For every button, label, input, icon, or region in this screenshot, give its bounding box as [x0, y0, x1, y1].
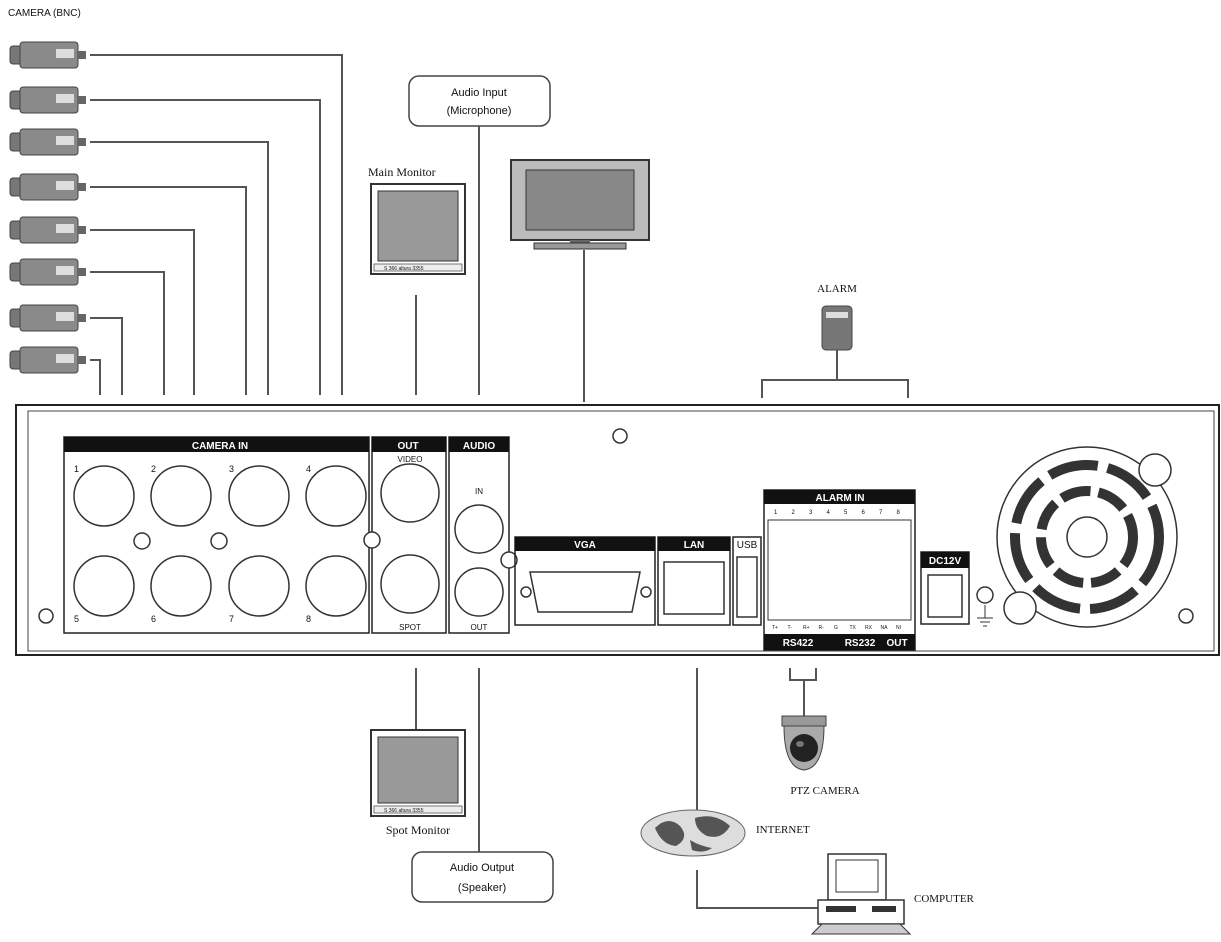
alarm-in-numbers: 1 2 3 4 5 6 7 8 [774, 510, 901, 516]
rs422-label: RS422 [783, 638, 814, 649]
alarm-in-number: 1 [774, 510, 778, 516]
lan-header: LAN [684, 540, 705, 551]
camera-icon [9, 258, 86, 286]
camera-in-header: CAMERA IN [192, 441, 248, 452]
camera-number-label: 3 [229, 464, 234, 474]
spot-monitor-label: Spot Monitor [386, 823, 450, 837]
alarm-in-number: 3 [809, 510, 813, 516]
terminal-pin-label: RX [865, 625, 873, 631]
camera-in-connector[interactable] [305, 555, 367, 617]
vga-header: VGA [574, 540, 596, 551]
alarm-in-number: 7 [879, 510, 883, 516]
camera-bnc-label: CAMERA (BNC) [8, 8, 81, 19]
usb-header: USB [737, 540, 758, 551]
audio-input-label-line2: (Microphone) [447, 105, 512, 117]
audio-input-label-line1: Audio Input [451, 87, 507, 99]
camera-in-connector[interactable] [150, 465, 212, 527]
terminal-pin-labels: T+ T- R+ R- G TX RX NA NI [772, 625, 901, 631]
terminal-pin-label: NI [896, 625, 901, 631]
lan-port[interactable] [663, 561, 725, 615]
ptz-camera-icon [781, 715, 827, 771]
computer-icon [810, 853, 912, 935]
alarm-in-number: 6 [862, 510, 866, 516]
audio-out-label: OUT [471, 623, 488, 632]
spot-label: SPOT [399, 623, 421, 632]
audio-output-label-line1: Audio Output [450, 862, 514, 874]
computer-label: COMPUTER [914, 893, 975, 905]
out-header: OUT [397, 441, 418, 452]
fan-icon [996, 446, 1178, 628]
tv-monitor [510, 159, 650, 250]
camera-in-connector[interactable] [228, 465, 290, 527]
camera-icon [9, 128, 86, 156]
usb-port[interactable] [736, 556, 758, 618]
camera-number-label: 8 [306, 614, 311, 624]
camera-icon [9, 216, 86, 244]
camera-in-connector[interactable] [73, 555, 135, 617]
terminal-pin-label: R+ [803, 625, 810, 631]
spot-out-connector[interactable] [380, 554, 440, 614]
camera-number-label: 4 [306, 464, 311, 474]
camera-number-label: 6 [151, 614, 156, 624]
alarm-in-number: 8 [897, 510, 901, 516]
camera-group [9, 41, 86, 374]
terminal-pin-label: TX [850, 625, 857, 631]
camera-icon [9, 41, 86, 69]
audio-header: AUDIO [463, 441, 495, 452]
camera-in-connector[interactable] [73, 465, 135, 527]
spot-monitor: S 366 altura 3355 [370, 729, 466, 817]
audio-output-box: Audio Output (Speaker) [411, 851, 554, 903]
audio-in-label: IN [475, 487, 483, 496]
camera-in-connector[interactable] [228, 555, 290, 617]
audio-output-label-line2: (Speaker) [458, 882, 506, 894]
alarm-terminal-block[interactable] [767, 519, 912, 621]
camera-number-label: 5 [74, 614, 79, 624]
alarm-label: ALARM [817, 283, 857, 295]
terminal-pin-label: T+ [772, 625, 778, 631]
video-label: VIDEO [398, 455, 423, 464]
terminal-pin-label: G [834, 625, 838, 631]
camera-number-label: 1 [74, 464, 79, 474]
camera-icon [9, 173, 86, 201]
video-out-connector[interactable] [380, 463, 440, 523]
camera-in-connectors: 1 5 2 6 3 7 4 8 [73, 464, 367, 624]
camera-icon [9, 346, 86, 374]
alarm-in-number: 5 [844, 510, 848, 516]
globe-icon [640, 809, 746, 857]
camera-in-connector[interactable] [305, 465, 367, 527]
svg-text:S 366 altura 3355: S 366 altura 3355 [384, 808, 424, 814]
audio-in-connector[interactable] [454, 504, 504, 554]
terminal-pin-label: NA [881, 625, 889, 631]
camera-icon [9, 86, 86, 114]
rs232-label: RS232 [845, 638, 876, 649]
ground-icon [977, 605, 993, 627]
alarm-out-label: OUT [886, 638, 907, 649]
camera-in-connector[interactable] [150, 555, 212, 617]
camera-number-label: 7 [229, 614, 234, 624]
svg-text:S 366 altura 3355: S 366 altura 3355 [384, 266, 424, 272]
vga-port[interactable] [529, 571, 641, 613]
terminal-pin-label: R- [819, 625, 825, 631]
alarm-sensor [821, 305, 853, 351]
terminal-pin-label: T- [788, 625, 793, 631]
ptz-camera-label: PTZ CAMERA [790, 785, 859, 797]
alarm-in-number: 2 [792, 510, 796, 516]
main-monitor: S 366 altura 3355 [370, 183, 466, 275]
dc12v-header: DC12V [929, 556, 962, 567]
alarm-in-number: 4 [827, 510, 831, 516]
alarm-in-header: ALARM IN [816, 493, 865, 504]
internet-label: INTERNET [756, 824, 810, 836]
dc12v-port[interactable] [927, 574, 963, 618]
main-monitor-label: Main Monitor [368, 165, 436, 179]
camera-number-label: 2 [151, 464, 156, 474]
audio-out-connector[interactable] [454, 567, 504, 617]
camera-wires [90, 54, 343, 395]
audio-input-box: Audio Input (Microphone) [408, 75, 551, 127]
camera-icon [9, 304, 86, 332]
